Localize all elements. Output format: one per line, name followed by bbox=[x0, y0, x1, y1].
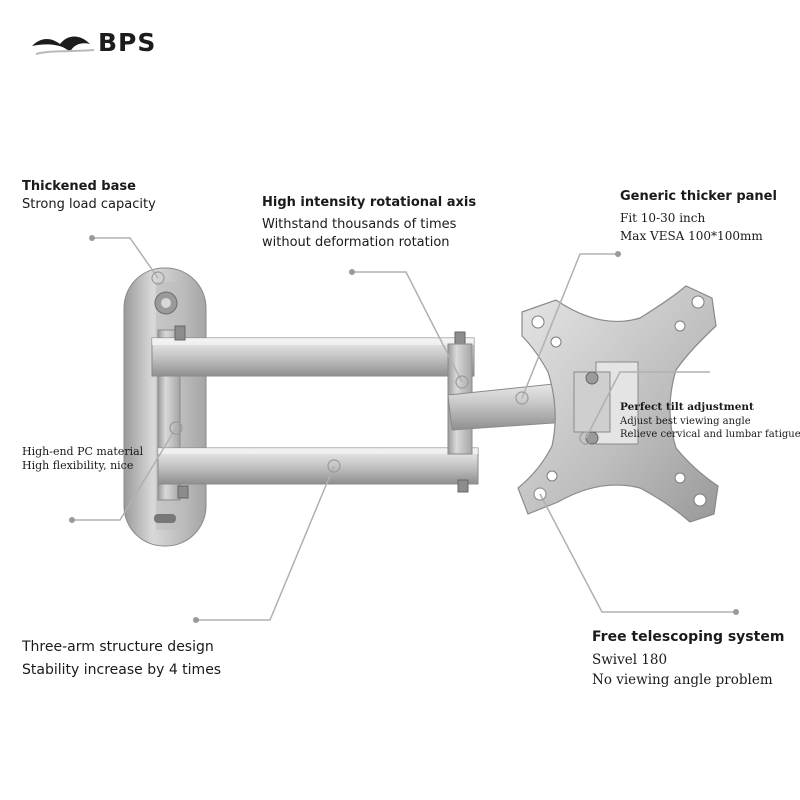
annotation-title: High-end PC material bbox=[22, 445, 144, 458]
annotation-text: Withstand thousands of times bbox=[262, 217, 457, 232]
annotation-title: Three-arm structure design bbox=[22, 639, 214, 655]
annotation-telescoping: Free telescoping system Swivel 180 No vi… bbox=[592, 626, 784, 690]
annotation-text: No viewing angle problem bbox=[592, 672, 773, 688]
leader-dots bbox=[69, 235, 739, 623]
annotation-text: Adjust best viewing angle bbox=[620, 416, 751, 427]
annotation-text: Strong load capacity bbox=[22, 197, 156, 212]
annotation-three-arm: Three-arm structure design Stability inc… bbox=[22, 636, 221, 680]
annotation-text: High flexibility, nice bbox=[22, 459, 134, 472]
annotation-title: Generic thicker panel bbox=[620, 189, 777, 204]
lower-arm bbox=[157, 447, 479, 485]
leader-lines bbox=[72, 237, 736, 621]
annotation-tilt-adjustment: Perfect tilt adjustment Adjust best view… bbox=[620, 400, 800, 441]
annotation-thicker-panel: Generic thicker panel Fit 10-30 inch Max… bbox=[620, 188, 777, 245]
wave-logo-icon bbox=[32, 36, 95, 55]
annotation-title: Perfect tilt adjustment bbox=[620, 401, 754, 413]
annotation-thickened-base: Thickened base Strong load capacity bbox=[22, 178, 156, 214]
annotation-title: High intensity rotational axis bbox=[262, 195, 477, 210]
annotation-text: without deformation rotation bbox=[262, 235, 450, 250]
annotation-pc-material: High-end PC material High flexibility, n… bbox=[22, 444, 143, 473]
annotation-text: Stability increase by 4 times bbox=[22, 662, 222, 678]
arm-bolts bbox=[174, 325, 469, 499]
annotation-text: Max VESA 100*100mm bbox=[620, 229, 763, 243]
annotation-rotational-axis: High intensity rotational axis Withstand… bbox=[262, 194, 476, 252]
upper-arm bbox=[151, 337, 475, 377]
brand-name: BPS bbox=[98, 28, 157, 57]
annotation-text: Fit 10-30 inch bbox=[620, 211, 706, 225]
leader-target-rings bbox=[151, 271, 593, 501]
annotation-title: Thickened base bbox=[22, 179, 136, 194]
annotation-title: Free telescoping system bbox=[592, 629, 785, 645]
annotation-text: Relieve cervical and lumbar fatigue bbox=[620, 429, 800, 440]
annotation-text: Swivel 180 bbox=[592, 652, 668, 668]
